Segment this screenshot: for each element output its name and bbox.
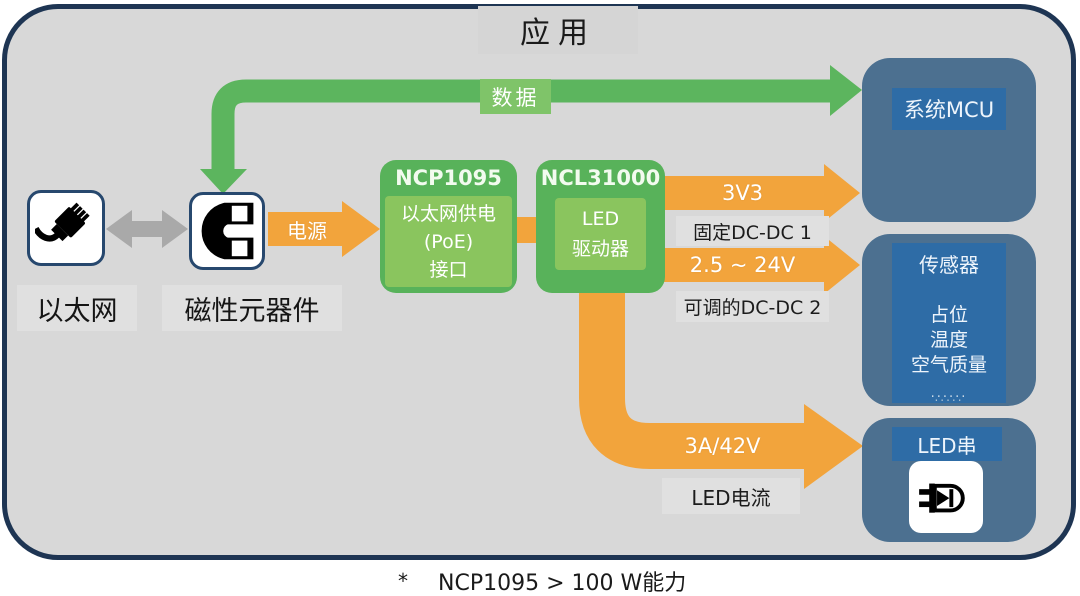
ncp1095-line3: 接口 bbox=[429, 258, 468, 281]
ncp1095-line2: (PoE) bbox=[423, 230, 474, 253]
ncp1095-line1: 以太网供电 bbox=[400, 202, 496, 225]
led-string-label: LED串 bbox=[892, 427, 1002, 461]
led-arrow-shaft bbox=[579, 288, 804, 469]
footnote: * NCP1095 > 100 W能力 bbox=[398, 565, 686, 596]
led-arrow-head bbox=[804, 404, 863, 489]
magnet-glyph bbox=[201, 202, 254, 260]
ncp1095-body: 以太网供电 (PoE) 接口 bbox=[385, 196, 512, 287]
power-arrow-label: 电源 bbox=[287, 218, 327, 243]
ncp1095-title: NCP1095 bbox=[395, 166, 502, 190]
data-arrow-head-right bbox=[830, 65, 862, 116]
ncl31000-line2: 驱动器 bbox=[571, 238, 629, 260]
led-icon bbox=[909, 461, 983, 533]
sensors-items: 占位温度空气质量 bbox=[911, 303, 987, 378]
sensor-item-air-quality: 空气质量 bbox=[910, 354, 987, 376]
ethernet-label: 以太网 bbox=[17, 285, 137, 331]
sensors-inner: 传感器 占位温度空气质量 ...... bbox=[892, 243, 1006, 403]
led-glyph bbox=[919, 483, 965, 513]
dc2-caption: 可调的DC-DC 2 bbox=[676, 291, 829, 322]
sensor-item-temperature: 温度 bbox=[929, 329, 968, 351]
rj45-plug-glyph bbox=[35, 202, 90, 242]
sensor-item-occupancy: 占位 bbox=[929, 304, 968, 326]
dc2-arrow bbox=[663, 236, 860, 294]
dc1-arrow bbox=[663, 164, 860, 222]
led-arrow-label: 3A/42V bbox=[684, 434, 761, 458]
dc1-caption: 固定DC-DC 1 bbox=[676, 216, 829, 246]
mcu-block: 系统MCU bbox=[862, 58, 1036, 222]
sensors-block: 传感器 占位温度空气质量 ...... ..... bbox=[862, 234, 1036, 406]
footnote-asterisk: * bbox=[398, 569, 408, 593]
ncl31000-block: NCL31000 LED 驱动器 bbox=[536, 160, 665, 293]
led-string-block: LED串 bbox=[862, 418, 1036, 542]
led-caption: LED电流 bbox=[662, 478, 800, 514]
magnetics-icon bbox=[189, 192, 265, 270]
data-arrow-head-down bbox=[200, 169, 247, 194]
data-arrow-label: 数据 bbox=[480, 79, 551, 114]
ncl31000-title: NCL31000 bbox=[540, 166, 661, 190]
ncp-ncl-connector bbox=[514, 217, 538, 243]
data-arrow-shaft bbox=[211, 79, 830, 172]
ncl31000-body: LED 驱动器 bbox=[555, 198, 646, 270]
mcu-label: 系统MCU bbox=[892, 88, 1006, 130]
ethernet-icon bbox=[27, 190, 105, 266]
page-title: 应用 bbox=[478, 6, 638, 54]
ncl31000-line1: LED bbox=[581, 208, 620, 230]
ethernet-magnetics-arrow bbox=[106, 210, 188, 248]
sensors-label: 传感器 bbox=[919, 253, 979, 277]
sensors-more-dots: ..... bbox=[934, 390, 964, 404]
sensors-dots: ...... bbox=[930, 386, 968, 401]
ncp1095-block: NCP1095 以太网供电 (PoE) 接口 bbox=[380, 160, 517, 293]
dc1-arrow-label: 3V3 bbox=[721, 181, 764, 205]
magnetics-label: 磁性元器件 bbox=[162, 285, 342, 331]
footnote-text: NCP1095 > 100 W能力 bbox=[438, 571, 687, 596]
power-arrow bbox=[268, 201, 380, 257]
dc2-arrow-label: 2.5 ~ 24V bbox=[689, 253, 796, 277]
